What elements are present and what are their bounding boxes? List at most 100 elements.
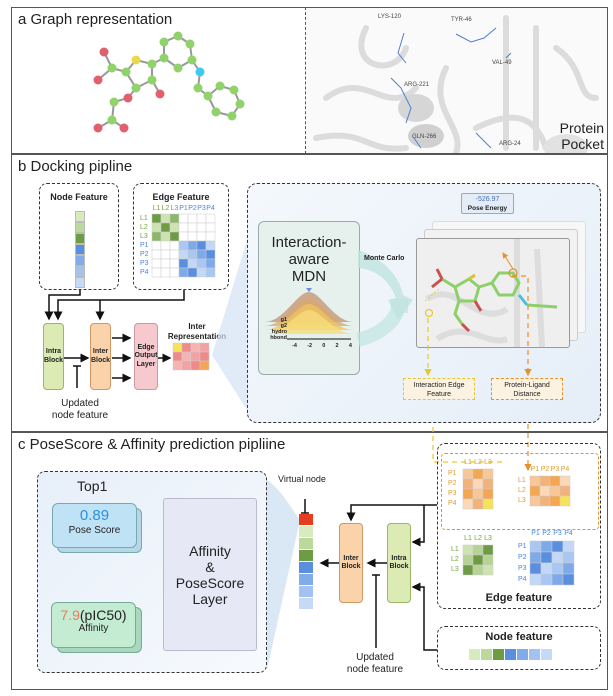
matrix-cell xyxy=(549,495,561,507)
residue-label: TYR-46 xyxy=(451,17,472,23)
edge-output-layer: Edge Output Layer xyxy=(134,323,158,390)
top1-label: Top1 xyxy=(77,478,108,494)
matrix-cell xyxy=(472,478,484,490)
protein-ligand-distance-box: Protein-Ligand Distance xyxy=(491,378,563,400)
mdn-x-ticks: -4 -2 0 2 4 xyxy=(292,343,352,349)
matrix-cell xyxy=(540,562,553,575)
pose-energy-value: -526.97 xyxy=(475,196,500,203)
matrix-cell xyxy=(462,544,474,556)
lp-row-labels: L1 L2 L3 xyxy=(518,477,526,504)
matrix-cell xyxy=(482,554,494,566)
mdn-box: Interaction- aware MDN g1 g2 hydro hbond… xyxy=(258,221,360,375)
pl-matrix xyxy=(462,468,494,510)
panel-c-title: c PoseScore & Affinity prediction piplii… xyxy=(18,436,286,453)
matrix-cell xyxy=(559,475,571,487)
affinity-value-line: 7.9(pIC50) xyxy=(52,607,135,623)
matrix-cell xyxy=(205,267,216,278)
matrix-cell xyxy=(482,488,494,500)
matrix-cell xyxy=(462,564,474,576)
protein-pocket-label: Protein Pocket xyxy=(559,120,604,152)
updated-node-feature-label-c: Updated node feature xyxy=(346,652,404,675)
matrix-cell xyxy=(551,551,564,564)
intra-block: Intra Block xyxy=(43,323,64,390)
matrix-cell xyxy=(562,551,575,564)
panel-c-frame xyxy=(11,432,608,690)
matrix-cell xyxy=(529,562,542,575)
residue-label: LYS-120 xyxy=(378,14,401,20)
inter-representation-matrix xyxy=(172,342,210,371)
node-feature-region-c xyxy=(437,626,601,670)
affinity-card: 7.9(pIC50) Affinity xyxy=(51,602,136,648)
residue-label: GLN-266 xyxy=(412,134,437,140)
matrix-cell xyxy=(549,485,561,497)
pl-col-labels: L1 L2 L3 xyxy=(464,459,492,466)
interaction-edge-subregion xyxy=(441,453,599,530)
node-feature-title: Node Feature xyxy=(50,192,108,202)
ll-matrix xyxy=(462,544,494,576)
mdn-title: Interaction- aware MDN xyxy=(271,234,347,285)
matrix-cell xyxy=(529,551,542,564)
matrix-cell xyxy=(462,488,474,500)
updated-node-feature-label-b: Updated node feature xyxy=(51,398,109,421)
molecule-graph xyxy=(93,31,245,133)
edge-feature-region-c xyxy=(437,443,601,609)
pp-row-labels: P1 P2 P3 P4 xyxy=(518,543,527,583)
mdn-series-labels: g1 g2 hydro hbond xyxy=(270,317,287,341)
matrix-cell xyxy=(540,551,553,564)
pose-score-card: 0.89 Pose Score xyxy=(52,503,137,548)
matrix-cell xyxy=(539,475,551,487)
edge-feature-col-labels: L1 L2 L3 P1 P2 P3 P4 xyxy=(152,205,215,212)
matrix-cell xyxy=(551,540,564,553)
matrix-cell xyxy=(529,485,541,497)
matrix-cell xyxy=(482,478,494,490)
matrix-cell xyxy=(482,544,494,556)
matrix-cell xyxy=(562,540,575,553)
monte-carlo-arrow xyxy=(355,250,413,347)
lp-col-labels: P1 P2 P3 P4 xyxy=(530,466,570,473)
residue-label: ARG-221 xyxy=(404,82,430,88)
inter-representation-label: Inter Representation xyxy=(167,322,227,341)
ll-row-labels: L1 L2 L3 xyxy=(451,546,459,573)
lp-matrix xyxy=(529,475,571,507)
virtual-node-cell xyxy=(299,514,313,525)
pl-row-labels: P1 P2 P3 P4 xyxy=(448,470,457,507)
matrix-cell xyxy=(529,540,542,553)
matrix-cell xyxy=(472,544,484,556)
pose-score-value: 0.89 xyxy=(79,507,110,524)
panel-a-title: a Graph representation xyxy=(18,11,173,28)
affinity-posescore-layer: Affinity & PoseScore Layer xyxy=(163,498,257,651)
inter-block: Inter Block xyxy=(90,323,111,390)
pose-score-label: Pose Score xyxy=(68,525,121,536)
panel-a-divider xyxy=(305,7,306,154)
node-feature-title-c: Node feature xyxy=(485,631,553,643)
matrix-cell xyxy=(462,478,474,490)
edge-feature-matrix xyxy=(151,213,216,278)
matrix-cell xyxy=(562,562,575,575)
matrix-cell xyxy=(482,498,494,510)
node-feature-box: Node Feature xyxy=(39,183,119,290)
edge-feature-row-labels: L1 L2 L3 P1 P2 P3 P4 xyxy=(140,215,149,276)
matrix-cell xyxy=(462,554,474,566)
matrix-cell xyxy=(482,564,494,576)
pose-energy-badge: -526.97 Pose Energy xyxy=(461,193,514,214)
matrix-cell xyxy=(549,475,561,487)
matrix-cell xyxy=(559,495,571,507)
protein-pocket-image: LYS-120 TYR-46 VAL-49 ARG-221 GLN-266 AR… xyxy=(306,8,607,153)
virtual-node-label: Virtual node xyxy=(278,474,326,484)
node-feature-vector xyxy=(75,211,85,288)
matrix-cell xyxy=(562,573,575,586)
interaction-edge-feature-box: Interaction Edge Feature xyxy=(403,378,475,400)
mdn-distribution-plot xyxy=(264,288,354,340)
residue-label: ARG-24 xyxy=(499,141,521,147)
matrix-cell xyxy=(539,485,551,497)
affinity-label: Affinity xyxy=(78,623,109,634)
matrix-cell xyxy=(529,475,541,487)
edge-feature-title: Edge Feature xyxy=(152,192,210,202)
matrix-cell xyxy=(482,468,494,480)
edge-feature-title-c: Edge feature xyxy=(485,592,553,604)
pose-energy-label: Pose Energy xyxy=(467,205,508,212)
panel-b-frame xyxy=(11,154,608,432)
pp-matrix xyxy=(529,540,575,586)
fan-connector-b xyxy=(212,240,247,410)
